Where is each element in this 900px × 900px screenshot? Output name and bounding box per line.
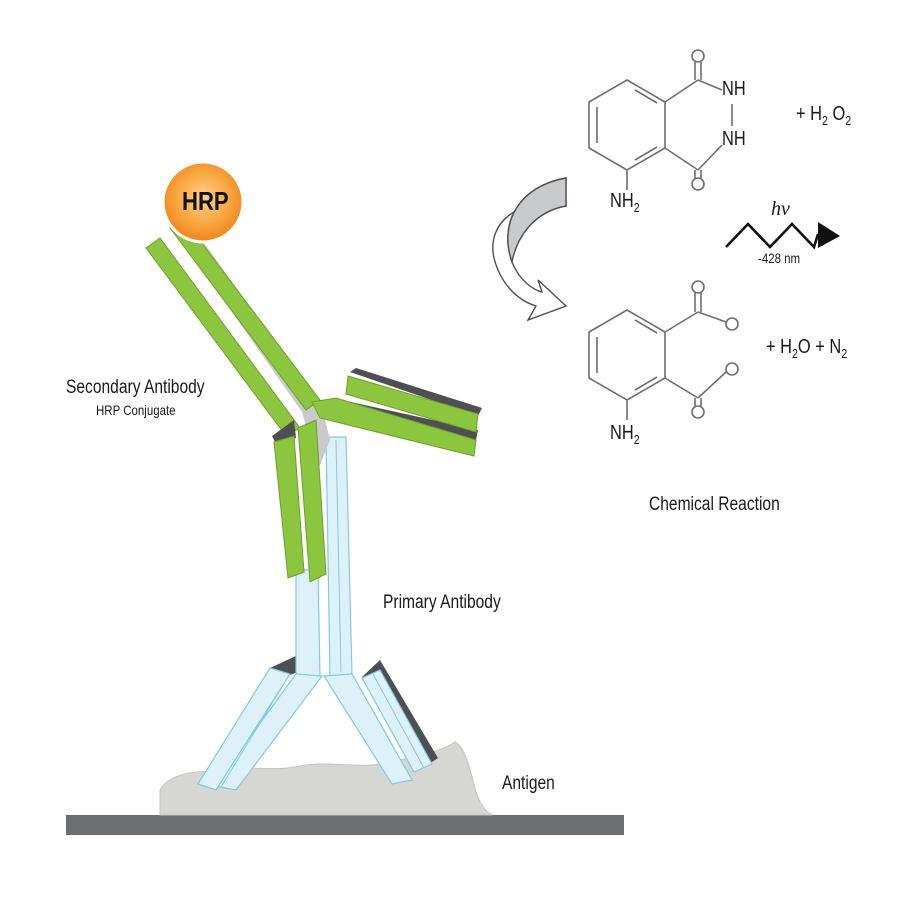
antigen-label: Antigen xyxy=(502,773,555,794)
luminol-structure xyxy=(588,49,733,191)
light-emission-arrow xyxy=(725,222,840,250)
chemical-reaction-label: Chemical Reaction xyxy=(649,494,780,515)
secondary-right-fab-edge xyxy=(350,368,482,416)
secondary-stem-left xyxy=(273,435,305,579)
primary-left-fab xyxy=(197,667,291,791)
secondary-antibody xyxy=(145,221,482,583)
plus-h2o2-label: + H2 O2 xyxy=(796,103,852,128)
photon-symbol: hv xyxy=(771,198,790,220)
reaction-arrow xyxy=(492,177,568,322)
nh2-top-label: NH2 xyxy=(610,190,640,215)
primary-stem-left xyxy=(295,569,321,679)
primary-leg-right xyxy=(322,673,413,785)
aminophthalate-structure xyxy=(588,280,739,420)
secondary-antibody-sublabel: HRP Conjugate xyxy=(96,402,176,418)
secondary-right-fab-bottom xyxy=(311,397,477,457)
hrp-label: HRP xyxy=(182,186,229,216)
nh-top-label: NH xyxy=(722,78,746,100)
surface-plate xyxy=(66,815,624,835)
secondary-right-fab-top xyxy=(345,375,479,433)
primary-antibody-label: Primary Antibody xyxy=(383,592,501,613)
secondary-antibody-label: Secondary Antibody xyxy=(66,377,205,398)
wavelength-label: -428 nm xyxy=(758,250,801,266)
nh2-bottom-label: NH2 xyxy=(610,422,640,447)
secondary-stem-right xyxy=(297,419,327,583)
primary-right-fab xyxy=(361,669,433,773)
hrp-enzyme xyxy=(161,160,245,244)
primary-antibody xyxy=(197,436,438,791)
plus-h2o-n2-label: + H2O + N2 xyxy=(766,336,848,361)
nh-bottom-label: NH xyxy=(722,128,746,150)
